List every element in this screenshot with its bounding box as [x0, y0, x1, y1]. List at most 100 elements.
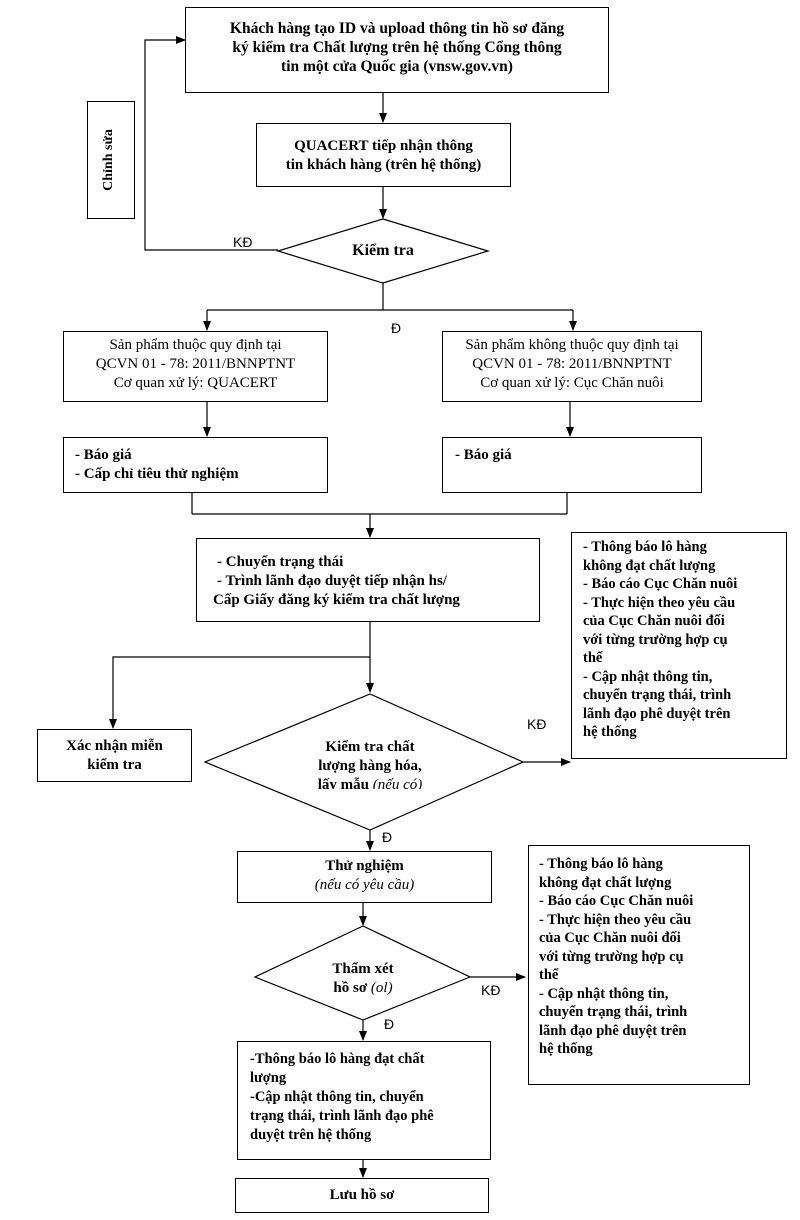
quote-left-line2: - Cấp chỉ tiêu thử nghiệm: [75, 466, 239, 482]
step-quote-right-text: - Báo giá: [455, 446, 695, 465]
edge-label-check1-pass: Đ: [391, 320, 402, 336]
prod-in-line1: Sản phẩm thuộc quy định tại: [109, 337, 282, 353]
step-product-out-scope-text: Sản phẩm không thuộc quy định tại QCVN 0…: [442, 336, 702, 393]
step-pass: [237, 1041, 491, 1160]
test-line2: (nếu có yêu cầu): [314, 877, 415, 893]
check2-line2: lượng hàng hóa,: [318, 758, 422, 774]
decision-check2: [203, 693, 525, 831]
decision-check1: [275, 218, 491, 284]
edge-label-review-pass: Đ: [384, 1016, 395, 1032]
notify1-line6: với từng trường hợp cụ: [583, 631, 728, 648]
step-test: [237, 851, 492, 903]
notify2-line4: - Thực hiện theo yêu cầu: [539, 911, 692, 928]
step-receive-text: QUACERT tiếp nhận thông tin khách hàng (…: [258, 137, 509, 175]
pass-line5: duyệt trên hệ thống: [250, 1127, 372, 1143]
quote-left-line1: - Báo giá: [75, 447, 132, 463]
notify1-line10: lãnh đạo phê duyệt trên: [583, 705, 731, 722]
notify2-line11: hệ thống: [539, 1041, 593, 1057]
edge-label-check2-pass: Đ: [382, 829, 393, 845]
step-archive-label: Lưu hồ sơ: [329, 1187, 395, 1203]
step-product-in-scope: [63, 331, 328, 402]
step-create-id-line2: ký kiểm tra Chất lượng trên hệ thống Cổn…: [232, 39, 562, 56]
step-receive: [256, 123, 511, 187]
step-quote-left: [63, 437, 328, 493]
test-line1: Thử nghiệm: [325, 858, 404, 874]
step-notify-fail-1-text: - Thông báo lô hàng không đạt chất lượng…: [583, 538, 781, 742]
notify1-line4: - Thực hiện theo yêu cầu: [583, 594, 736, 611]
step-edit: [87, 101, 135, 219]
pass-line4: trạng thái, trình lãnh đạo phê: [250, 1108, 434, 1124]
step-product-out-scope: [442, 331, 702, 402]
step-create-id-text: Khách hàng tạo ID và upload thông tin hồ…: [190, 19, 604, 76]
notify2-line6: với từng trường hợp cụ: [539, 948, 684, 965]
notify2-line3: - Báo cáo Cục Chăn nuôi: [539, 893, 694, 909]
pass-line3: -Cập nhật thông tin, chuyển: [250, 1089, 424, 1105]
notify2-line9: chuyển trạng thái, trình: [539, 1004, 688, 1020]
decision-check1-label: Kiểm tra: [352, 242, 414, 259]
review-line2: hồ sơ (ol): [283, 979, 443, 998]
review-line2b: (ol): [370, 980, 393, 996]
step-exempt-text: Xác nhận miễn kiểm tra: [37, 737, 192, 775]
step-receive-line2: tin khách hàng (trên hệ thống): [285, 157, 482, 173]
step-notify-fail-1: [571, 532, 787, 759]
edge-label-review-fail: KĐ: [481, 982, 501, 998]
edge-label-check1-fail: KĐ: [233, 234, 253, 250]
exempt-line1: Xác nhận miễn: [66, 738, 163, 754]
notify1-line11: hệ thống: [583, 724, 637, 740]
step-status-text: - Chuyển trạng thái - Trình lãnh đạo duy…: [205, 553, 535, 610]
step-quote-left-text: - Báo giá - Cấp chỉ tiêu thử nghiệm: [75, 446, 325, 484]
prod-out-line1: Sản phẩm không thuộc quy định tại: [465, 337, 679, 353]
notify2-line1: - Thông báo lô hàng: [539, 856, 663, 872]
status-line1: - Chuyển trạng thái: [217, 554, 344, 570]
arrow-check-fail-loop: [144, 36, 278, 251]
notify1-line3: - Báo cáo Cục Chăn nuôi: [583, 576, 738, 592]
step-create-id: [185, 7, 609, 93]
prod-in-line3: Cơ quan xử lý: QUACERT: [113, 375, 278, 391]
pass-line1: -Thông báo lô hàng đạt chất: [250, 1051, 425, 1067]
step-pass-text: -Thông báo lô hàng đạt chất lượng -Cập n…: [250, 1050, 488, 1145]
notify1-line2: không đạt chất lượng: [583, 557, 716, 574]
step-test-text: Thử nghiệm (nếu có yêu cầu): [237, 857, 492, 895]
quote-right-line1: - Báo giá: [455, 447, 512, 463]
status-line2: - Trình lãnh đạo duyệt tiếp nhận hs/: [217, 573, 447, 589]
notify1-line9: chuyển trạng thái, trình: [583, 687, 732, 703]
edge-label-check2-fail: KĐ: [527, 716, 547, 732]
step-edit-label: Chỉnh sửa: [101, 129, 116, 191]
decision-review: [253, 925, 472, 1021]
arrow-status-to-exempt: [109, 656, 370, 729]
notify2-line7: thể: [539, 967, 559, 983]
check2-line3a: lấy mẫu: [317, 777, 369, 789]
step-notify-fail-2-text: - Thông báo lô hàng không đạt chất lượng…: [539, 855, 741, 1059]
prod-in-line2: QCVN 01 - 78: 2011/BNNPTNT: [95, 356, 296, 372]
step-exempt: [37, 729, 192, 782]
step-receive-line1: QUACERT tiếp nhận thông: [294, 138, 473, 154]
check2-line3: lấy mẫu (nếu có): [285, 776, 455, 789]
step-quote-right: [442, 437, 702, 493]
prod-out-line3: Cơ quan xử lý: Cục Chăn nuôi: [480, 375, 664, 391]
status-line3: Cấp Giấy đăng ký kiểm tra chất lượng: [213, 592, 460, 608]
check2-line3b: (nếu có): [372, 777, 423, 789]
step-status: [196, 538, 540, 622]
check2-line1: Kiểm tra chất: [325, 739, 415, 755]
notify2-line5: của Cục Chăn nuôi đối: [539, 930, 681, 946]
decision-check2-label: Kiểm tra chất lượng hàng hóa, lấy mẫu (n…: [285, 738, 455, 789]
notify2-line2: không đạt chất lượng: [539, 874, 672, 891]
notify1-line5: của Cục Chăn nuôi đối: [583, 613, 725, 629]
step-create-id-line1: Khách hàng tạo ID và upload thông tin hồ…: [229, 20, 565, 37]
step-create-id-line3: tin một cửa Quốc gia (vnsw.gov.vn): [281, 58, 513, 75]
step-archive: [235, 1178, 489, 1213]
notify2-line10: lãnh đạo phê duyệt trên: [539, 1022, 687, 1039]
step-notify-fail-2: [528, 845, 750, 1085]
step-product-in-scope-text: Sản phẩm thuộc quy định tại QCVN 01 - 78…: [63, 336, 328, 393]
notify2-line8: - Cập nhật thông tin,: [539, 985, 669, 1002]
notify1-line7: thể: [583, 650, 603, 666]
notify1-line8: - Cập nhật thông tin,: [583, 668, 713, 685]
exempt-line2: kiểm tra: [87, 757, 142, 773]
pass-line2: lượng: [250, 1070, 287, 1086]
review-line1: Thẩm xét: [332, 961, 394, 977]
prod-out-line2: QCVN 01 - 78: 2011/BNNPTNT: [472, 356, 672, 372]
decision-review-label: Thẩm xét hồ sơ (ol): [283, 960, 443, 998]
notify1-line1: - Thông báo lô hàng: [583, 539, 707, 555]
